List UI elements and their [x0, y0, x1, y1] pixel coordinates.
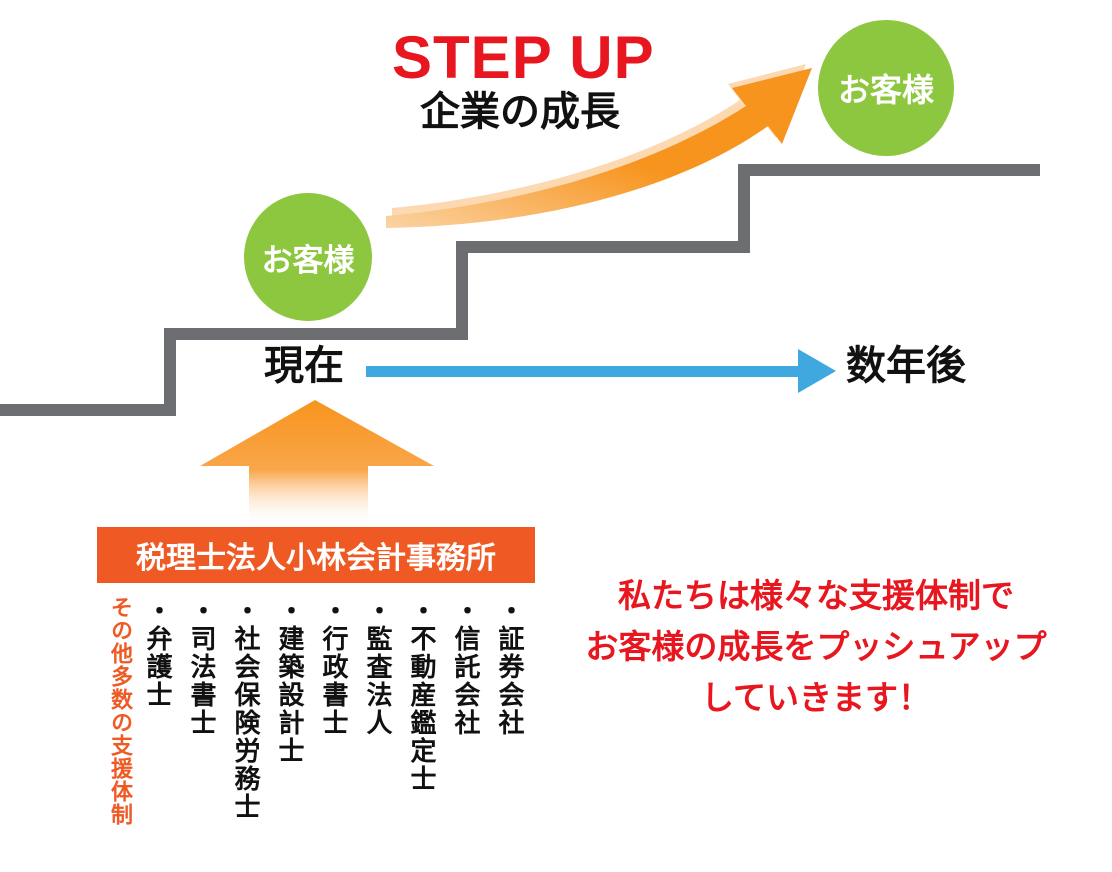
others-support-label: その他多数の支援体制	[107, 596, 132, 826]
growth-subtitle: 企業の成長	[420, 89, 620, 135]
partner-item: ・建築設計士	[274, 597, 304, 765]
partner-item: ・社会保険労務士	[230, 597, 260, 821]
timeline-arrow-shaft	[366, 366, 800, 377]
staircase-line	[0, 164, 1040, 416]
partner-item: ・司法書士	[186, 597, 216, 737]
support-message: 私たちは様々な支援体制で お客様の成長をプッシュアップ していきます！	[566, 570, 1066, 723]
stepup-title: STEP UP	[392, 24, 655, 91]
timeline-future-label: 数年後	[846, 343, 966, 389]
partner-item: ・証券会社	[494, 597, 524, 737]
customer-circle-now: お客様	[244, 193, 372, 321]
timeline-arrow-head	[798, 349, 836, 393]
firm-name-banner: 税理士法人小林会計事務所	[97, 527, 535, 583]
timeline-now-label: 現在	[264, 343, 344, 389]
message-line-1: 私たちは様々な支援体制で	[618, 576, 1014, 615]
firm-name: 税理士法人小林会計事務所	[136, 541, 496, 576]
growth-arrow	[386, 68, 812, 228]
partner-item: ・信託会社	[450, 597, 480, 737]
partner-item: ・行政書士	[318, 597, 348, 737]
partner-item: ・弁護士	[142, 597, 172, 709]
customer-circle-future: お客様	[818, 20, 954, 156]
message-line-2: お客様の成長をプッシュアップ	[585, 627, 1047, 667]
partner-item: ・監査法人	[362, 597, 392, 737]
push-up-arrow	[200, 400, 434, 527]
partner-item: ・不動産鑑定士	[406, 597, 436, 793]
message-line-3: していきます！	[700, 678, 931, 718]
